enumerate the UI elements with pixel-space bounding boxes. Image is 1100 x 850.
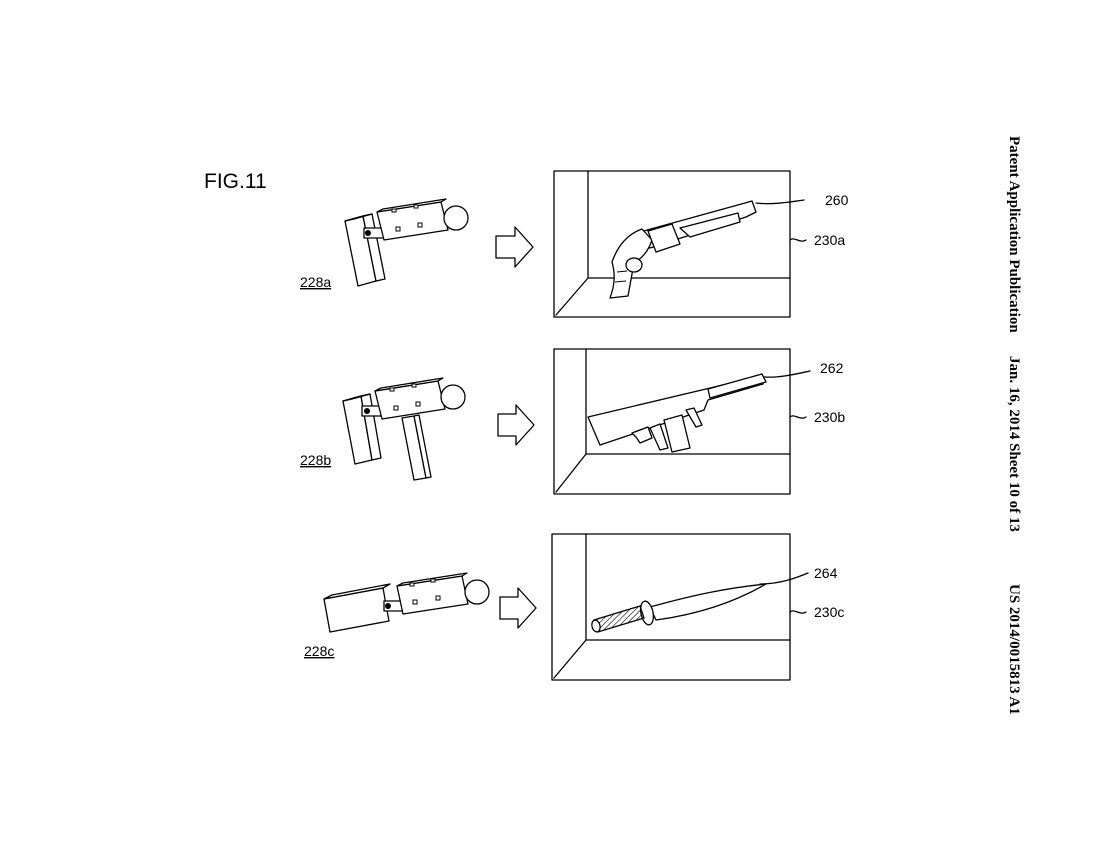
row-228b: 228b 262 230b: [300, 348, 845, 495]
page-header: Patent Application Publication Jan. 16, …: [1006, 136, 1022, 715]
row-228c: 228c 264 230c: [304, 533, 844, 681]
row-228a: 228a 260 230a: [300, 170, 849, 318]
label-230b: 230b: [814, 409, 845, 425]
header-patent-number: US 2014/0015813 A1: [1006, 584, 1022, 715]
label-228a: 228a: [300, 274, 331, 290]
header-publication: Patent Application Publication: [1006, 136, 1022, 333]
label-228c: 228c: [304, 643, 334, 659]
label-264: 264: [814, 565, 838, 581]
controller-228b: [342, 377, 466, 481]
controller-228a: [344, 198, 469, 287]
label-262: 262: [820, 360, 844, 376]
header-date-sheet: Jan. 16, 2014 Sheet 10 of 13: [1006, 356, 1022, 532]
figure-title: FIG.11: [204, 170, 267, 193]
controller-228c: [323, 572, 490, 633]
arrow-icon: [499, 587, 537, 629]
label-230c: 230c: [814, 604, 844, 620]
shotgun-drawing: [609, 200, 757, 299]
arrow-icon: [495, 226, 534, 268]
label-260: 260: [825, 192, 849, 208]
arrow-icon: [497, 404, 535, 446]
label-228b: 228b: [300, 452, 331, 468]
rifle-drawing: [587, 373, 767, 453]
label-230a: 230a: [814, 232, 845, 248]
